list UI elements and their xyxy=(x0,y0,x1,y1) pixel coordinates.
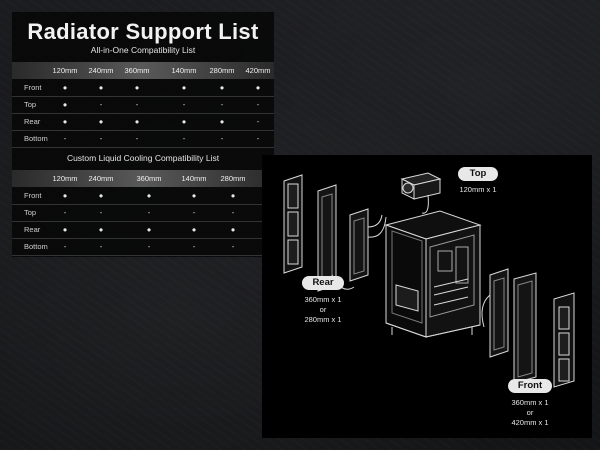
rear-spec-line: 280mm x 1 xyxy=(304,315,342,324)
aio-table-header: 120mm 240mm 360mm 140mm 280mm 420mm xyxy=(12,62,274,79)
unsupported-dash: - xyxy=(231,242,235,251)
front-radiator-right-illustration xyxy=(481,268,509,358)
unsupported-dash: - xyxy=(220,134,224,143)
supported-dot-icon: ● xyxy=(98,225,104,234)
column-header: 360mm xyxy=(136,174,162,183)
front-radiator-large-illustration xyxy=(513,272,537,384)
supported-dot-icon: ● xyxy=(230,225,236,234)
supported-dot-icon: ● xyxy=(62,83,68,92)
unsupported-dash: - xyxy=(99,134,103,143)
row-label: Rear xyxy=(24,117,41,126)
row-label: Bottom xyxy=(24,242,48,251)
top-spec: 120mm x 1 xyxy=(452,185,504,195)
column-header: 280mm xyxy=(220,174,246,183)
supported-dot-icon: ● xyxy=(134,83,140,92)
supported-dot-icon: ● xyxy=(230,191,236,200)
supported-dot-icon: ● xyxy=(181,117,187,126)
front-spec-line: 420mm x 1 xyxy=(511,418,549,427)
rear-radiator-illustration xyxy=(349,208,387,282)
row-label: Top xyxy=(24,208,37,217)
column-header: 140mm xyxy=(181,174,207,183)
unsupported-dash: - xyxy=(99,208,103,217)
supported-dot-icon: ● xyxy=(98,117,104,126)
column-header: 240mm xyxy=(88,174,114,183)
table-row: Rear ● ● ● ● ● - xyxy=(12,113,274,131)
exploded-case-diagram: Top 120mm x 1 Rear 360mm x 1 or 280mm x … xyxy=(262,155,592,438)
rear-label-pill: Rear xyxy=(302,276,344,290)
row-label: Front xyxy=(24,191,42,200)
unsupported-dash: - xyxy=(220,100,224,109)
case-illustration xyxy=(283,172,575,388)
supported-dot-icon: ● xyxy=(255,83,261,92)
unsupported-dash: - xyxy=(63,134,67,143)
unsupported-dash: - xyxy=(135,100,139,109)
supported-dot-icon: ● xyxy=(191,225,197,234)
unsupported-dash: - xyxy=(99,242,103,251)
front-label-pill: Front xyxy=(508,379,552,393)
custom-subtitle: Custom Liquid Cooling Compatibility List xyxy=(66,153,220,163)
supported-dot-icon: ● xyxy=(134,117,140,126)
rear-spec-line: or xyxy=(319,305,327,314)
front-fan-frame-left-illustration xyxy=(283,174,303,274)
row-label: Front xyxy=(24,83,42,92)
table-row: Bottom - - - - - - xyxy=(12,130,274,148)
unsupported-dash: - xyxy=(231,208,235,217)
supported-dot-icon: ● xyxy=(98,83,104,92)
unsupported-dash: - xyxy=(147,242,151,251)
page-title: Radiator Support List xyxy=(27,19,259,44)
front-spec-line: 360mm x 1 xyxy=(511,398,549,407)
column-header: 280mm xyxy=(209,66,235,75)
unsupported-dash: - xyxy=(256,117,260,126)
front-spec-line: or xyxy=(526,408,534,417)
unsupported-dash: - xyxy=(147,208,151,217)
unsupported-dash: - xyxy=(99,100,103,109)
unsupported-dash: - xyxy=(182,100,186,109)
column-header: 120mm xyxy=(52,174,78,183)
supported-dot-icon: ● xyxy=(62,117,68,126)
column-header: 420mm xyxy=(245,66,271,75)
top-cooler-illustration xyxy=(400,172,442,214)
column-header: 120mm xyxy=(52,66,78,75)
supported-dot-icon: ● xyxy=(181,83,187,92)
supported-dot-icon: ● xyxy=(62,191,68,200)
rear-spec-line: 360mm x 1 xyxy=(304,295,342,304)
front-spec: 360mm x 1 or 420mm x 1 xyxy=(500,398,560,428)
column-header: 140mm xyxy=(171,66,197,75)
supported-dot-icon: ● xyxy=(191,191,197,200)
unsupported-dash: - xyxy=(135,134,139,143)
unsupported-dash: - xyxy=(256,100,260,109)
front-fan-frame-right-illustration xyxy=(553,292,575,388)
unsupported-dash: - xyxy=(63,242,67,251)
unsupported-dash: - xyxy=(182,134,186,143)
supported-dot-icon: ● xyxy=(219,83,225,92)
supported-dot-icon: ● xyxy=(146,191,152,200)
table-row: Front ● ● ● ● ● ● xyxy=(12,79,274,97)
table-row: Front ● ● ● ● ● xyxy=(12,187,274,205)
radiator-support-list: Radiator Support List All-in-One Compati… xyxy=(12,12,274,257)
table-row: Bottom - - - - - xyxy=(12,238,274,256)
supported-dot-icon: ● xyxy=(219,117,225,126)
pc-case-illustration xyxy=(384,210,482,338)
row-label: Top xyxy=(24,100,37,109)
aio-subtitle: All-in-One Compatibility List xyxy=(90,45,196,55)
unsupported-dash: - xyxy=(192,208,196,217)
row-label: Bottom xyxy=(24,134,48,143)
table-row: Top - - - - - xyxy=(12,204,274,222)
top-label-pill: Top xyxy=(458,167,498,181)
column-header: 240mm xyxy=(88,66,114,75)
top-spec-line: 120mm x 1 xyxy=(459,185,497,194)
custom-table-header: 120mm 240mm 360mm 140mm 280mm xyxy=(12,170,274,187)
supported-dot-icon: ● xyxy=(146,225,152,234)
unsupported-dash: - xyxy=(192,242,196,251)
column-header: 360mm xyxy=(124,66,150,75)
table-row: Rear ● ● ● ● ● xyxy=(12,221,274,239)
rear-spec: 360mm x 1 or 280mm x 1 xyxy=(292,295,354,325)
supported-dot-icon: ● xyxy=(98,191,104,200)
supported-dot-icon: ● xyxy=(62,100,68,109)
unsupported-dash: - xyxy=(63,208,67,217)
unsupported-dash: - xyxy=(256,134,260,143)
table-row: Top ● - - - - - xyxy=(12,96,274,114)
supported-dot-icon: ● xyxy=(62,225,68,234)
row-label: Rear xyxy=(24,225,41,234)
